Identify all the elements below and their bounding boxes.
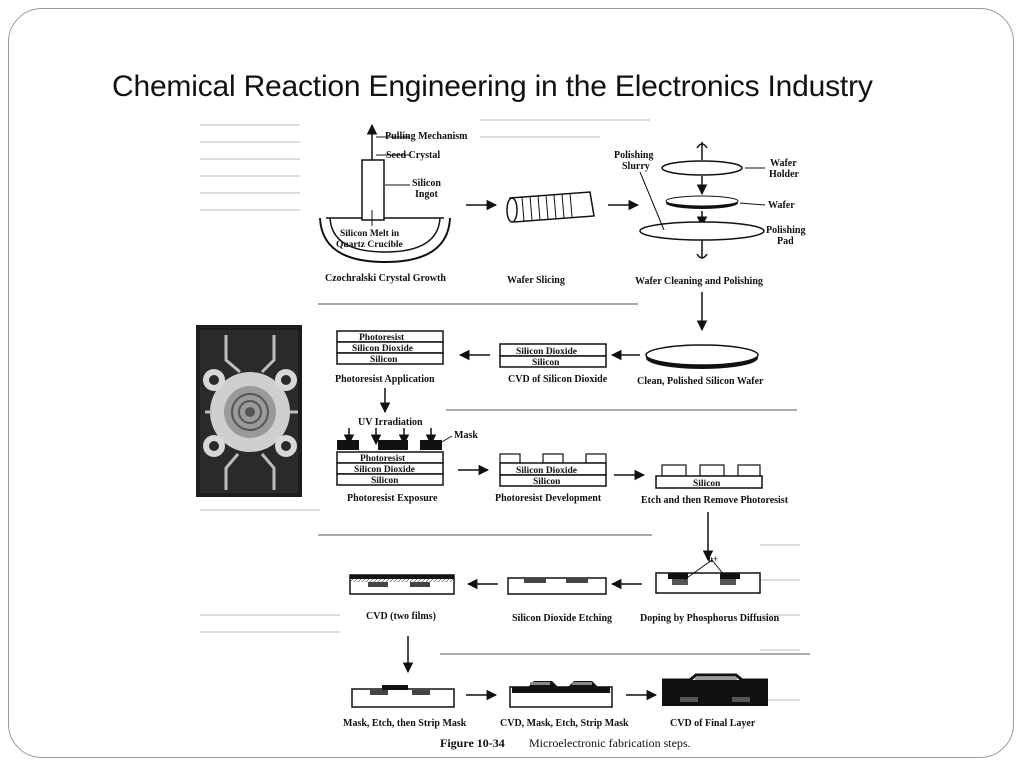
separator-lines <box>318 303 810 655</box>
cvd-dioxide-step-label: CVD of Silicon Dioxide <box>508 374 608 385</box>
etch-remove-diagram: Silicon Etch and then Remove Photoresist <box>641 464 789 506</box>
chip-photo <box>196 325 302 497</box>
photoresist-development-diagram: Silicon Dioxide Silicon Photoresist Deve… <box>495 453 607 504</box>
cvd-two-films-step-label: CVD (two films) <box>366 611 436 622</box>
dioxide-etching-step-label: Silicon Dioxide Etching <box>512 613 612 624</box>
czochralski-step-label: Czochralski Crystal Growth <box>325 273 446 284</box>
strip-mask-diagram: Mask, Etch, then Strip Mask <box>343 685 467 729</box>
cvd-dioxide-layer-2: Silicon <box>532 358 560 368</box>
silicon-ingot-label-2: Ingot <box>415 189 438 200</box>
wafer-holder-label-2: Holder <box>769 169 800 180</box>
exposure-layer-3: Silicon <box>371 476 399 486</box>
uv-irradiation-label: UV Irradiation <box>358 417 423 428</box>
polishing-pad-label-2: Pad <box>777 236 794 247</box>
etch-step-label: Etch and then Remove Photoresist <box>641 495 789 506</box>
silicon-melt-label-1: Silicon Melt in <box>340 229 400 239</box>
wafer-slicing-step-label: Wafer Slicing <box>507 275 565 286</box>
doping-step-label: Doping by Phosphorus Diffusion <box>640 613 780 624</box>
dioxide-etching-diagram: Silicon Dioxide Etching <box>507 577 612 624</box>
development-layer-2: Silicon <box>533 477 561 487</box>
wafer-slicing-diagram: Wafer Slicing <box>506 191 595 286</box>
etch-layer-1: Silicon <box>693 479 721 489</box>
resist-app-layer-3: Silicon <box>370 355 398 365</box>
development-layer-1: Silicon Dioxide <box>516 466 577 476</box>
n-plus-label: n+ <box>708 554 718 564</box>
exposure-step-label: Photoresist Exposure <box>347 493 438 504</box>
pulling-mechanism-label: Pulling Mechanism <box>385 131 468 142</box>
clean-wafer-diagram: Clean, Polished Silicon Wafer <box>637 344 764 387</box>
polishing-pad-label-1: Polishing <box>766 225 805 236</box>
polishing-slurry-label-2: Slurry <box>622 161 650 172</box>
figure-caption-number: Figure 10-34 <box>440 736 505 750</box>
silicon-melt-label-2: Quartz Crucible <box>336 240 403 250</box>
cvd-two-films-diagram: CVD (two films) <box>349 574 455 622</box>
silicon-ingot-label-1: Silicon <box>412 178 441 189</box>
polishing-slurry-label-1: Polishing <box>614 150 653 161</box>
cvd-mask-diagram: CVD, Mask, Etch, Strip Mask <box>500 681 629 729</box>
resist-app-step-label: Photoresist Application <box>335 374 435 385</box>
development-step-label: Photoresist Development <box>495 493 602 504</box>
resist-app-layer-2: Silicon Dioxide <box>352 344 413 354</box>
resist-app-layer-1: Photoresist <box>359 333 405 343</box>
photoresist-exposure-diagram: UV Irradiation Mask Photoresist Silicon … <box>336 417 478 504</box>
wafer-polishing-diagram: Polishing Slurry Wafer Holder Wafer Poli… <box>614 142 805 287</box>
doping-diagram: n+ Doping by Phosphorus Diffusion <box>640 554 780 624</box>
slide-title: Chemical Reaction Engineering in the Ele… <box>112 70 873 103</box>
final-layer-diagram: CVD of Final Layer <box>662 673 768 729</box>
clean-wafer-step-label: Clean, Polished Silicon Wafer <box>637 376 764 387</box>
exposure-layer-1: Photoresist <box>360 454 406 464</box>
strip-mask-step-label: Mask, Etch, then Strip Mask <box>343 718 467 729</box>
polishing-step-label: Wafer Cleaning and Polishing <box>635 276 763 287</box>
figure-caption-text: Microelectronic fabrication steps. <box>529 736 691 750</box>
photoresist-application-diagram: Photoresist Silicon Dioxide Silicon Phot… <box>335 330 444 385</box>
wafer-holder-label-1: Wafer <box>770 158 797 169</box>
ghost-text-lines <box>200 119 800 701</box>
czochralski-diagram: Pulling Mechanism Seed Crystal Silicon I… <box>319 123 468 284</box>
exposure-layer-2: Silicon Dioxide <box>354 465 415 475</box>
slide-frame <box>8 8 1014 758</box>
cvd-dioxide-layer-1: Silicon Dioxide <box>516 347 577 357</box>
seed-crystal-label: Seed Crystal <box>386 150 440 161</box>
cvd-mask-step-label: CVD, Mask, Etch, Strip Mask <box>500 718 629 729</box>
final-layer-step-label: CVD of Final Layer <box>670 718 756 729</box>
wafer-label: Wafer <box>768 200 795 211</box>
cvd-dioxide-diagram: Silicon Dioxide Silicon CVD of Silicon D… <box>499 343 608 385</box>
mask-label: Mask <box>454 430 478 441</box>
